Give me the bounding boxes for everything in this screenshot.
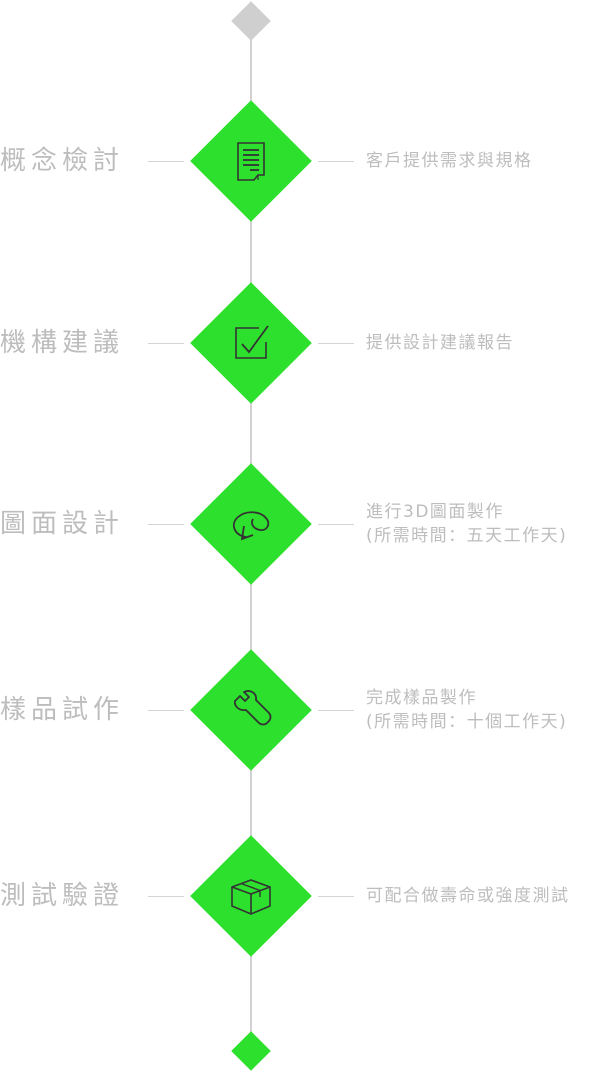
step-description-line2: (所需時間：五天工作天) (366, 526, 568, 546)
step-description-line2: (所需時間：十個工作天) (366, 712, 568, 732)
document-icon (226, 136, 276, 186)
checkbox-icon (226, 318, 276, 368)
connector-left (148, 524, 184, 525)
connector-right (318, 896, 354, 897)
step-description: 客戶提供需求與規格 (366, 151, 533, 171)
step-description-line1: 完成樣品製作 (366, 688, 477, 708)
rotate-arrow-icon (226, 499, 276, 549)
step-title: 概念檢討 (0, 146, 125, 176)
step-description: 完成樣品製作 (所需時間：十個工作天) (366, 686, 616, 734)
step-title: 圖面設計 (0, 509, 125, 539)
step-description: 提供設計建議報告 (366, 333, 514, 353)
step-description-line1: 進行3D圖面製作 (366, 502, 504, 522)
box-icon (226, 871, 276, 921)
step-title: 樣品試作 (0, 695, 125, 725)
timeline-start-marker (231, 1, 271, 41)
connector-left (148, 161, 184, 162)
timeline-end-marker (231, 1031, 271, 1071)
connector-right (318, 524, 354, 525)
step-title: 機構建議 (0, 328, 125, 358)
connector-right (318, 343, 354, 344)
wrench-icon (226, 685, 276, 735)
step-description: 可配合做壽命或強度測試 (366, 886, 570, 906)
connector-right (318, 161, 354, 162)
step-description: 進行3D圖面製作 (所需時間：五天工作天) (366, 500, 616, 548)
step-title: 測試驗證 (0, 881, 125, 911)
connector-left (148, 896, 184, 897)
connector-right (318, 710, 354, 711)
connector-left (148, 343, 184, 344)
connector-left (148, 710, 184, 711)
